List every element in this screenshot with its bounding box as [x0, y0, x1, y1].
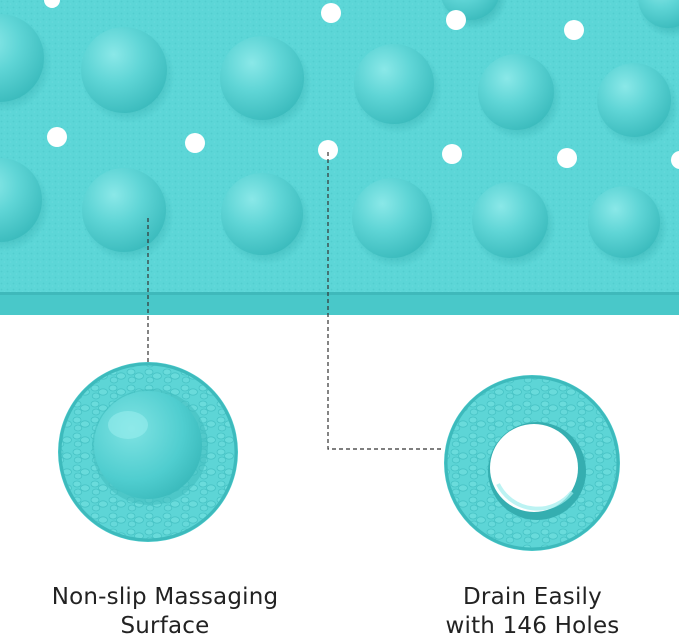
drain-hole-closeup-icon: [444, 375, 620, 551]
drain-hole: [446, 10, 466, 30]
caption-line: Surface: [120, 613, 210, 639]
caption-massaging-surface: Non-slip Massaging Surface: [20, 583, 310, 641]
drain-hole: [321, 3, 341, 23]
mat-bump: [478, 54, 554, 130]
mat-bump: [597, 63, 671, 137]
mat-bump: [221, 173, 303, 255]
mat-bump: [81, 27, 167, 113]
caption-drain-holes: Drain Easily with 146 Holes: [400, 583, 665, 641]
drain-hole: [47, 127, 67, 147]
mat-bump: [352, 178, 432, 258]
drain-hole: [185, 133, 205, 153]
mat-bump: [354, 44, 434, 124]
drain-hole: [44, 0, 60, 8]
mat-bump: [472, 182, 548, 258]
caption-line: Drain Easily: [463, 584, 602, 610]
drain-hole: [564, 20, 584, 40]
caption-line: Non-slip Massaging: [51, 584, 279, 610]
massaging-bump-closeup-icon: [58, 362, 238, 542]
mat-bump: [82, 168, 166, 252]
mat-bump: [638, 0, 679, 28]
drain-hole: [318, 140, 338, 160]
drain-hole: [671, 151, 679, 169]
mat-edge: [0, 292, 679, 315]
drain-hole: [442, 144, 462, 164]
drain-hole: [557, 148, 577, 168]
mat-bump: [0, 14, 44, 102]
mat-bump: [0, 158, 42, 242]
mat-bump: [588, 186, 660, 258]
guide-line-drain: [327, 152, 444, 450]
mat-bump: [220, 36, 304, 120]
bath-mat: [0, 0, 679, 315]
guide-lines: [147, 152, 444, 450]
caption-line: with 146 Holes: [445, 613, 620, 639]
